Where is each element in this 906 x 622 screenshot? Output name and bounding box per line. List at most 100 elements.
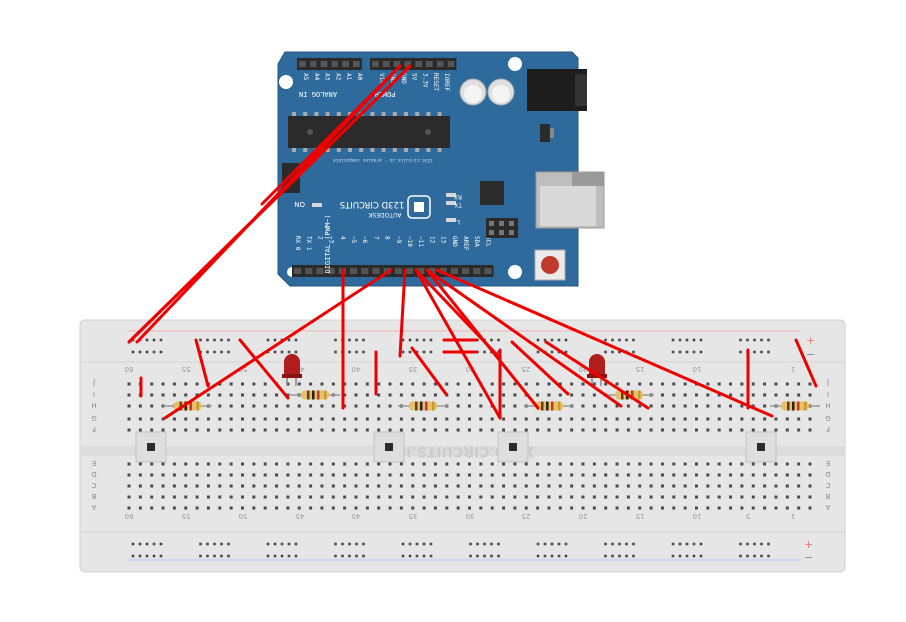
hole (241, 404, 244, 408)
hole (797, 428, 801, 432)
rail-hole (671, 350, 675, 354)
resistors (163, 390, 820, 411)
hole (161, 382, 165, 386)
rail-hole (760, 350, 763, 354)
led-1 (282, 354, 302, 386)
rail-hole (401, 350, 405, 354)
pin-label: ~5 (350, 236, 357, 244)
hole (411, 382, 415, 386)
reset-button[interactable] (541, 256, 559, 274)
rail-hole (692, 338, 696, 342)
hole (547, 506, 551, 510)
hole (785, 473, 789, 477)
hole (263, 484, 267, 488)
hole (150, 393, 154, 397)
hole (354, 495, 358, 499)
rail-hole (213, 542, 216, 546)
hole (365, 417, 369, 421)
row-letter-right: A (825, 503, 830, 511)
pushbutton-cap[interactable] (509, 443, 517, 451)
rail-hole (483, 542, 486, 546)
pushbutton[interactable] (745, 431, 777, 463)
hole (797, 393, 801, 397)
hole (513, 473, 517, 477)
hole (172, 417, 176, 421)
rail-hole (415, 542, 419, 546)
row-letter-left: H (91, 401, 96, 409)
hole (377, 393, 381, 397)
rail-hole (408, 554, 412, 558)
pushbutton-cap[interactable] (757, 443, 765, 451)
breadboard-holes (127, 338, 812, 558)
hole (570, 473, 574, 477)
hole (740, 428, 744, 432)
pushbutton-cap[interactable] (147, 443, 155, 451)
rail-hole (685, 350, 689, 354)
hole (184, 428, 188, 432)
l-label: L (456, 218, 460, 225)
hole (343, 382, 347, 386)
hole (229, 473, 233, 477)
rail-hole (294, 554, 298, 558)
hole (592, 428, 596, 432)
pin-label: RESET (432, 73, 439, 91)
hole (343, 404, 347, 408)
pushbutton-cap[interactable] (385, 443, 393, 451)
header-pin (372, 268, 380, 274)
hole (513, 484, 517, 488)
rail-hole (429, 350, 433, 354)
icsp-pin (499, 230, 504, 235)
hole (286, 506, 290, 510)
rail-hole (483, 554, 486, 558)
header-pin (393, 61, 401, 67)
hole (763, 495, 767, 499)
rail-hole (611, 542, 614, 546)
chip-pin (314, 112, 319, 116)
hole (388, 506, 392, 510)
hole (229, 506, 233, 510)
hole (683, 462, 687, 466)
hole (797, 417, 801, 421)
hole (570, 382, 574, 386)
hole (331, 382, 335, 386)
hole (138, 495, 142, 499)
hole (241, 484, 244, 488)
column-number: 40 (352, 512, 361, 520)
hole (275, 484, 279, 488)
header-pin (382, 61, 390, 67)
pin-label: ~10 (406, 236, 413, 247)
hole (411, 417, 415, 421)
row-letter-right: J (827, 379, 830, 387)
hole (309, 404, 313, 408)
hole (558, 484, 562, 488)
hole (309, 462, 313, 466)
rail-hole (564, 554, 568, 558)
column-number: 15 (636, 512, 645, 520)
pushbutton[interactable] (497, 431, 529, 463)
rail-hole (152, 350, 156, 354)
hole (456, 462, 460, 466)
column-number: 10 (693, 365, 702, 373)
hole (524, 495, 528, 499)
hole (365, 506, 369, 510)
hole (365, 484, 369, 488)
rail-hole (415, 554, 419, 558)
hole (161, 417, 165, 421)
hole (275, 417, 279, 421)
hole (127, 382, 131, 386)
rail-hole (685, 338, 689, 342)
hole (229, 428, 233, 432)
hole (127, 473, 131, 477)
row-letter-right: H (825, 401, 830, 409)
voltage-regulator (540, 124, 550, 142)
hole (275, 462, 279, 466)
hole (672, 382, 676, 386)
capacitor-top (464, 85, 482, 103)
pushbutton[interactable] (373, 431, 405, 463)
pushbutton[interactable] (135, 431, 167, 463)
hole (649, 506, 653, 510)
rail-hole (159, 542, 163, 546)
resistor-band (196, 401, 199, 411)
rail-hole (476, 554, 479, 558)
